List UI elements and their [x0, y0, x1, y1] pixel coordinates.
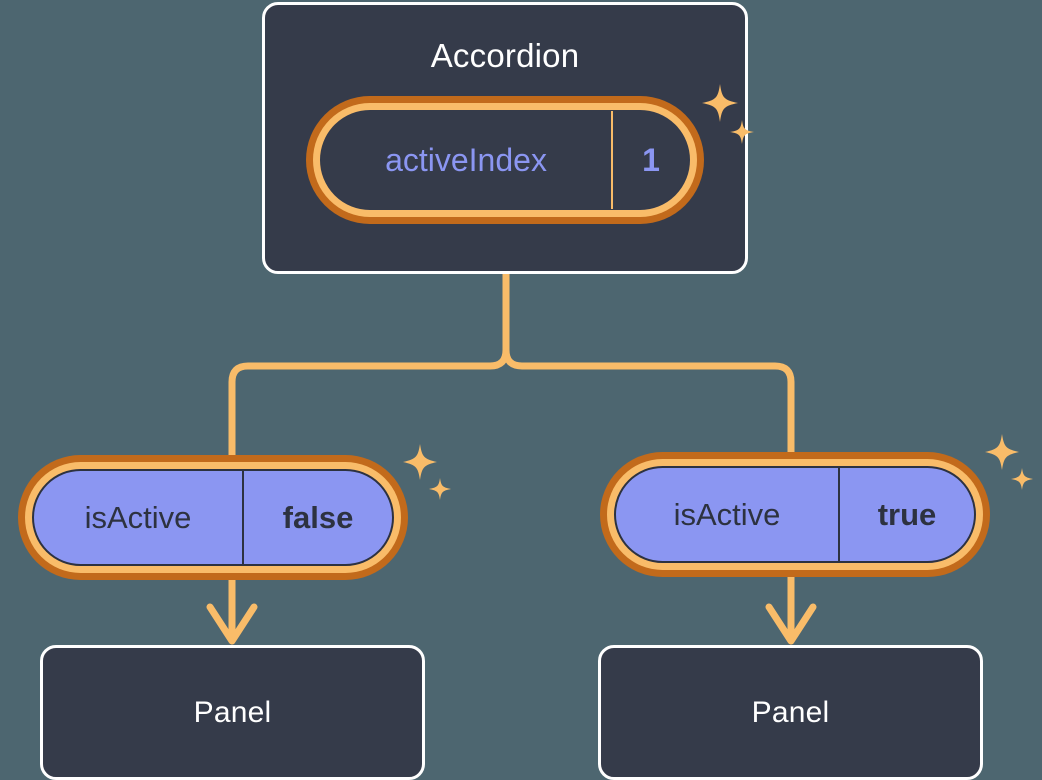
connector-branch-right — [502, 346, 795, 456]
sparkle-icon — [403, 444, 437, 480]
state-pill-ring-inner: isActive false — [25, 462, 401, 573]
component-title-accordion: Accordion — [430, 37, 580, 74]
state-pill-activeindex[interactable]: activeIndex 1 — [306, 96, 704, 224]
state-pill-isactive-right[interactable]: isActive true — [600, 452, 990, 577]
component-box-panel-left[interactable]: Panel — [40, 645, 425, 780]
connector-branch-left — [228, 346, 510, 459]
state-pill-divider — [611, 111, 613, 209]
state-pill-body: isActive true — [614, 466, 976, 563]
sparkle-small-icon — [429, 478, 451, 500]
state-value-isactive-right: true — [877, 496, 937, 532]
state-value-activeindex: 1 — [642, 141, 660, 178]
state-pill-divider — [838, 468, 840, 561]
component-title-panel-right: Panel — [751, 695, 830, 729]
sparkle-icon — [985, 434, 1019, 470]
component-box-panel-right[interactable]: Panel — [598, 645, 983, 780]
state-pill-ring-inner: activeIndex 1 — [313, 103, 697, 217]
state-key-isactive-left: isActive — [84, 499, 192, 535]
arrowhead-left — [206, 603, 258, 645]
state-pill-divider — [242, 471, 244, 564]
state-pill-body: isActive false — [32, 469, 394, 566]
state-key-activeindex: activeIndex — [385, 141, 547, 178]
state-value-isactive-left: false — [282, 499, 354, 535]
state-key-isactive-right: isActive — [673, 496, 781, 532]
state-pill-isactive-left[interactable]: isActive false — [18, 455, 408, 580]
sparkle-group-right — [978, 432, 1040, 500]
state-pill-ring-inner: isActive true — [607, 459, 983, 570]
state-pill-body: activeIndex 1 — [320, 110, 690, 210]
sparkle-small-icon — [1011, 468, 1033, 490]
component-title-panel-left: Panel — [193, 695, 272, 729]
arrowhead-right — [765, 603, 817, 645]
